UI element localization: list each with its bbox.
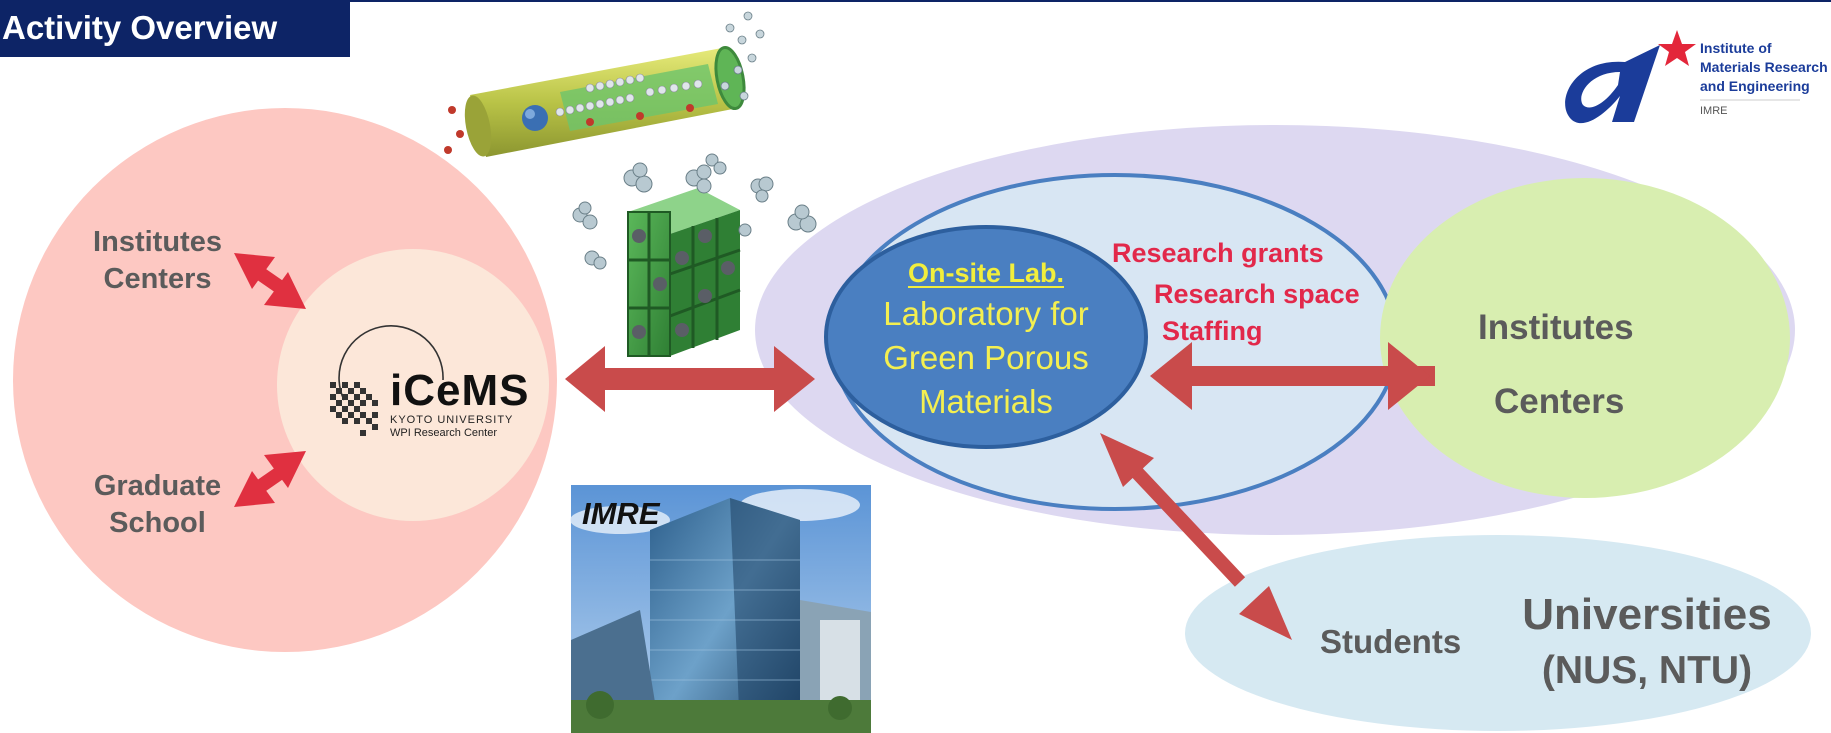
photo-caption: IMRE: [582, 496, 660, 531]
research-space-label: Research space: [1154, 279, 1360, 309]
icems-name: iCeMS: [390, 366, 530, 415]
logo-line-3: and Engineering: [1700, 78, 1810, 94]
universities-title: Universities: [1522, 590, 1772, 639]
imre-logo-mark: [1565, 30, 1800, 124]
right-institutes-label: Institutes: [1478, 308, 1634, 347]
institutes-ellipse: [1380, 178, 1790, 498]
onsite-lab-line-3: Materials: [919, 383, 1053, 420]
icems-logo-mark: [330, 325, 444, 436]
universities-ellipse: [1185, 535, 1811, 731]
left-institutes-label: Institutes Centers: [93, 226, 222, 295]
onsite-lab-text: On-site Lab. Laboratory for Green Porous…: [846, 258, 1126, 424]
icems-line-1: KYOTO UNIVERSITY: [390, 414, 514, 426]
onsite-lab-line-1: Laboratory for: [883, 295, 1089, 332]
staffing-label: Staffing: [1162, 316, 1263, 346]
graduate-school-label: Graduate School: [93, 470, 222, 539]
onsite-lab-line-2: Green Porous: [883, 339, 1089, 376]
header-divider: [350, 0, 1831, 2]
arrow-onsite-students: [1100, 433, 1292, 640]
research-grants-label: Research grants: [1112, 238, 1324, 268]
mof-cube-illustration: [572, 153, 817, 357]
onsite-lab-ellipse: [824, 225, 1148, 449]
icems-circle: [277, 249, 549, 521]
universities-subtitle: (NUS, NTU): [1541, 649, 1753, 692]
students-label: Students: [1320, 623, 1462, 660]
small-arrow-graduate: [234, 451, 306, 507]
logo-line-1: Institute of: [1700, 40, 1772, 56]
icems-line-2: WPI Research Center: [390, 427, 497, 439]
logo-abbr: IMRE: [1700, 105, 1728, 117]
arrow-icems-onsite: [565, 346, 815, 412]
nanotube-illustration: [444, 11, 765, 157]
onsite-lab-title: On-site Lab.: [907, 258, 1064, 288]
arrow-onsite-institutes: [1150, 342, 1435, 410]
logo-text: Institute of Materials Research and Engi…: [1700, 39, 1828, 121]
imre-building-photo: [570, 485, 871, 733]
small-arrow-institutes: [234, 253, 306, 309]
page-title: Activity Overview: [0, 0, 350, 57]
right-centers-label: Centers: [1494, 382, 1625, 421]
icems-logo-text: iCeMS KYOTO UNIVERSITY WPI Research Cent…: [390, 368, 529, 440]
logo-line-2: Materials Research: [1700, 59, 1828, 75]
